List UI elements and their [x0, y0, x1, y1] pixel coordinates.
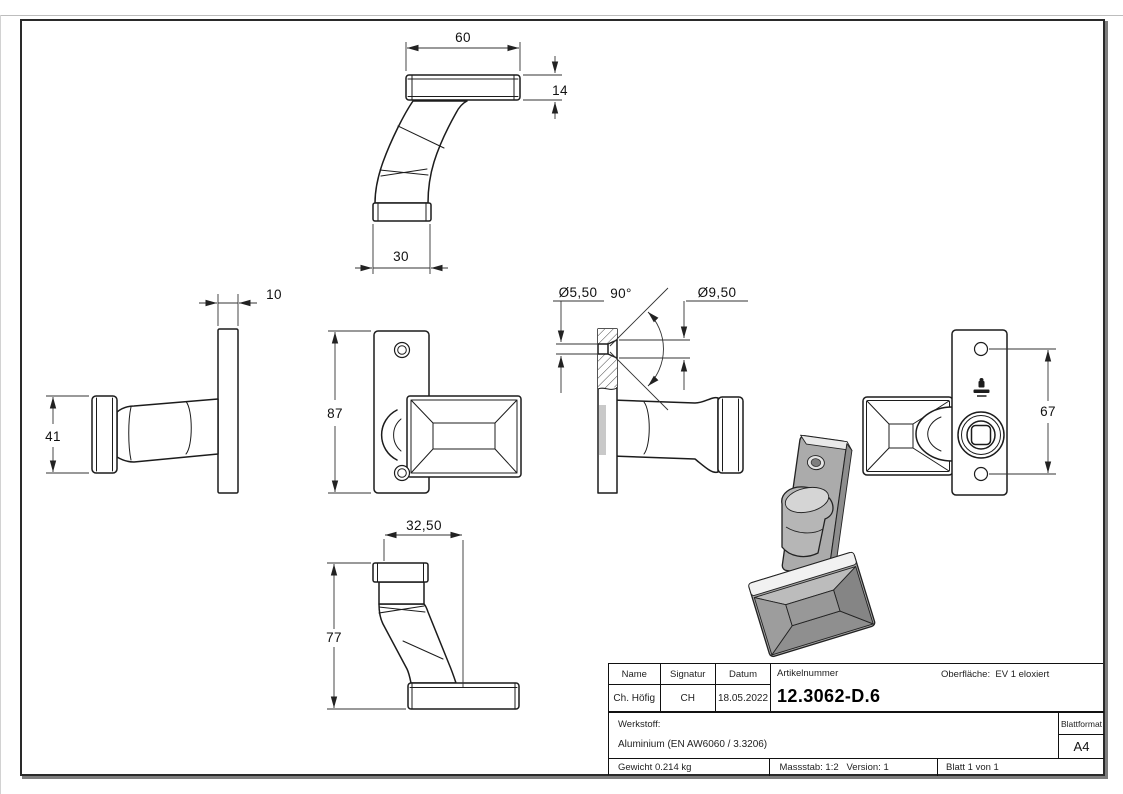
page-edge-top	[0, 15, 1123, 16]
tb-article-label: Artikelnummer	[777, 668, 839, 679]
knob-bevel-edges	[866, 400, 950, 472]
break-line	[597, 387, 618, 390]
tb-sheet-format-label: Blattformat	[1058, 713, 1104, 735]
tb-material-label: Werkstoff:	[618, 719, 661, 730]
dim-hole-diameter: Ø5,50	[559, 285, 598, 300]
handrail-plate-outline	[405, 74, 521, 101]
tb-surface-label: Oberfläche:	[941, 669, 991, 680]
tube-end-outline	[372, 202, 432, 222]
screw-hole-bottom	[393, 464, 411, 482]
dim-extension-lines	[405, 42, 521, 71]
tb-surface: Oberfläche: EV 1 eloxiert	[941, 669, 1049, 680]
tb-scale: Massstab: 1:2	[779, 761, 839, 773]
view-bottom: 32,50 77	[326, 518, 520, 710]
dim-hole-spacing: 67	[1040, 404, 1056, 419]
knob-bevel-edges	[410, 399, 518, 474]
handrail-plate-edge	[407, 682, 520, 710]
tb-version: Version: 1	[846, 761, 889, 773]
tb-material-cell: Werkstoff: Aluminium (EN AW6060 / 3.3206…	[609, 713, 1058, 759]
arm-outline	[378, 603, 457, 684]
dim-wall-plate-height: 87	[327, 406, 343, 421]
arm-seam-x	[378, 605, 426, 614]
view-section-side: Ø5,50 90° Ø9,50	[553, 285, 748, 494]
dim-knob-height: 41	[45, 429, 61, 444]
dim-countersink-diameter: Ø9,50	[698, 285, 737, 300]
dim-countersink-angle: 90°	[610, 286, 632, 301]
knob-edge	[91, 395, 118, 474]
square-socket	[970, 424, 992, 446]
flange-shadow	[599, 405, 606, 455]
view-left-side: 10 41	[45, 287, 282, 494]
screw-hole-top	[973, 341, 989, 357]
wall-plate-edge	[217, 328, 239, 494]
tb-surface-value: EV 1 eloxiert	[995, 669, 1050, 680]
tb-signature-label: Signatur	[660, 664, 716, 685]
title-block: Name Signatur Datum Ch. Höfig CH 18.05.2…	[608, 663, 1104, 776]
tb-name-value: Ch. Höfig	[609, 685, 661, 713]
dim-plate-thickness: 14	[552, 83, 568, 98]
screw-hole-bottom	[973, 466, 989, 482]
page-edge-left	[0, 15, 1, 794]
tube-seam	[185, 401, 192, 455]
countersink-angle-arc	[647, 311, 664, 387]
section-hatch-upper	[598, 329, 617, 344]
view-top-side: 60 14 30	[355, 30, 568, 274]
tube-end-outline	[372, 562, 429, 583]
knob-edge	[717, 396, 744, 474]
tb-material-value: Aluminium (EN AW6060 / 3.3206)	[618, 739, 768, 750]
dim-bracket-height: 77	[326, 630, 342, 645]
arm-outline	[374, 100, 468, 204]
tb-date-label: Datum	[716, 664, 771, 685]
countersunk-hole-profile	[597, 339, 618, 359]
arm-seam-x	[379, 168, 429, 177]
view-front: 87	[327, 330, 522, 494]
view-back: 67	[862, 329, 1056, 496]
section-hatch-lower	[598, 354, 617, 389]
tb-weight: Gewicht 0.214 kg	[609, 758, 770, 776]
brand-logo	[973, 378, 990, 397]
arm-seam	[397, 125, 445, 149]
tb-name-label: Name	[609, 664, 661, 685]
tb-signature-value: CH	[660, 685, 716, 713]
frame-shadow-right	[1105, 21, 1108, 777]
dim-tube-width: 30	[393, 249, 409, 264]
arm-tube	[611, 396, 719, 474]
tb-scale-cell: Massstab: 1:2 Version: 1	[770, 758, 938, 776]
tb-article-number: 12.3062-D.6	[777, 686, 881, 706]
dim-horizontal-offset: 32,50	[406, 518, 442, 533]
tb-article-cell: Artikelnummer 12.3062-D.6 Oberfläche: EV…	[771, 664, 1104, 713]
view-isometric	[748, 434, 876, 658]
tb-sheet-format-value: A4	[1058, 735, 1104, 759]
arm-tube	[116, 398, 219, 463]
frame-shadow-bottom	[22, 776, 1108, 779]
tb-sheet: Blatt 1 von 1	[946, 761, 999, 773]
dim-plate-width: 60	[455, 30, 471, 45]
screw-hole-top	[393, 341, 411, 359]
tb-date-value: 18.05.2022	[716, 685, 771, 713]
boss-outer-circle	[957, 411, 1005, 459]
flange-arc	[380, 409, 398, 461]
knob-inner-face	[432, 422, 496, 450]
iso-knob	[748, 551, 876, 658]
dim-wall-plate-thickness: 10	[266, 287, 282, 302]
countersink-angle-legs	[609, 287, 669, 411]
knob-front-face	[406, 395, 522, 478]
